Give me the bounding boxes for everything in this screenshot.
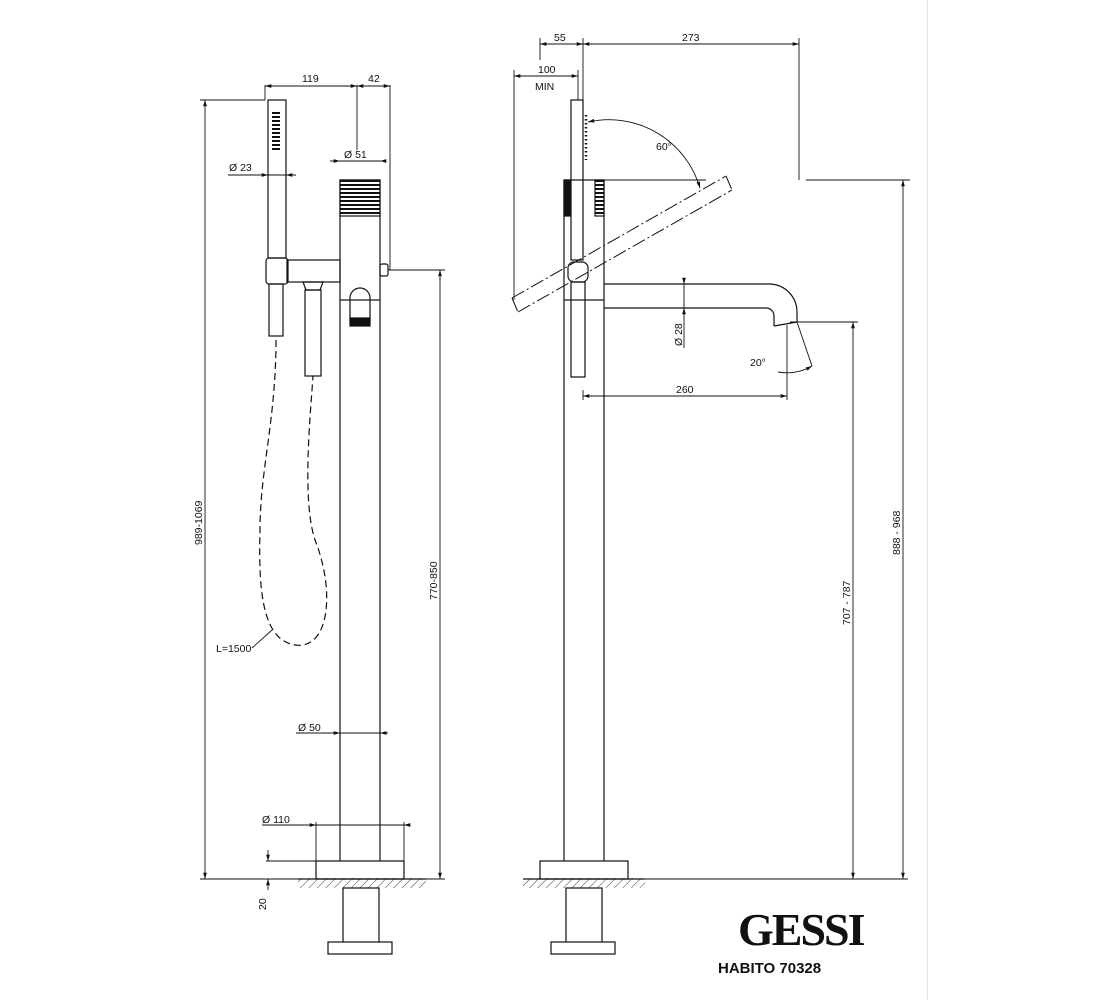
side-underfloor-flange (550, 941, 616, 955)
side-view (511, 99, 798, 955)
dim-valve-diameter: Ø 51 (344, 149, 367, 161)
front-floor-hatch (298, 878, 426, 888)
dim-119: 119 (302, 73, 319, 85)
front-view (259, 99, 426, 955)
dim-min: MIN (535, 81, 554, 93)
dim-spout-height-front: 770-850 (428, 561, 440, 600)
front-dimensions (200, 84, 445, 890)
side-holder-stub (570, 281, 586, 378)
front-underfloor-flange (327, 941, 393, 955)
dim-spout-angle: 20° (750, 357, 766, 369)
dim-overall-height-side: 888 - 968 (891, 510, 903, 555)
side-underfloor-pipe (565, 887, 603, 945)
brand-logo: GESSI (738, 904, 865, 955)
front-dimension-labels: 119 42 Ø 23 Ø 51 989-1069 770-850 L=1500… (193, 73, 440, 910)
page-edge (927, 0, 928, 1000)
side-floor-hatch (523, 878, 645, 888)
dim-hose-length: L=1500 (216, 643, 251, 655)
dim-55: 55 (554, 32, 566, 44)
front-lever (379, 263, 389, 277)
dim-base-thickness: 20 (257, 898, 269, 910)
front-hose (259, 339, 328, 646)
front-holder-arm (286, 259, 341, 283)
dim-column-diameter: Ø 50 (298, 722, 321, 734)
side-handshower (570, 99, 584, 261)
dim-273: 273 (682, 32, 700, 44)
dim-spout-height-side: 707 - 787 (841, 580, 853, 625)
model-name: HABITO 70328 (718, 960, 821, 977)
side-valve-knob-right (594, 179, 605, 217)
dim-42: 42 (368, 73, 380, 85)
dim-tilt-angle: 60° (656, 141, 672, 153)
front-holder-stub (268, 283, 284, 337)
side-dimensions (513, 38, 910, 880)
side-spout (604, 283, 798, 327)
side-dimension-labels: 55 273 100 MIN 60° Ø 28 20° 260 707 - 78… (535, 32, 903, 625)
front-underfloor-pipe (342, 887, 380, 945)
front-valve-knob (339, 179, 381, 217)
front-spout (349, 287, 371, 322)
side-base-plate (539, 860, 629, 880)
front-hose-sleeve (304, 289, 322, 377)
tilted-handshower-top (511, 175, 727, 299)
dim-handshower-diameter: Ø 23 (229, 162, 252, 174)
front-spout-aerator (349, 317, 371, 327)
side-valve-knob-left (563, 179, 571, 217)
front-holder (265, 257, 289, 285)
front-handshower (267, 99, 287, 259)
side-valve-body (563, 179, 605, 301)
dim-base-diameter: Ø 110 (262, 814, 290, 826)
side-holder (567, 261, 589, 283)
dim-spout-diameter: Ø 28 (673, 323, 685, 346)
dim-100: 100 (538, 64, 556, 76)
tilted-handshower-bottom (517, 189, 733, 313)
front-hose-connector (302, 281, 324, 291)
dim-spout-reach: 260 (676, 384, 694, 396)
dim-total-height: 989-1069 (193, 500, 205, 545)
front-handshower-nozzles (272, 112, 280, 152)
front-base-plate (315, 860, 405, 880)
